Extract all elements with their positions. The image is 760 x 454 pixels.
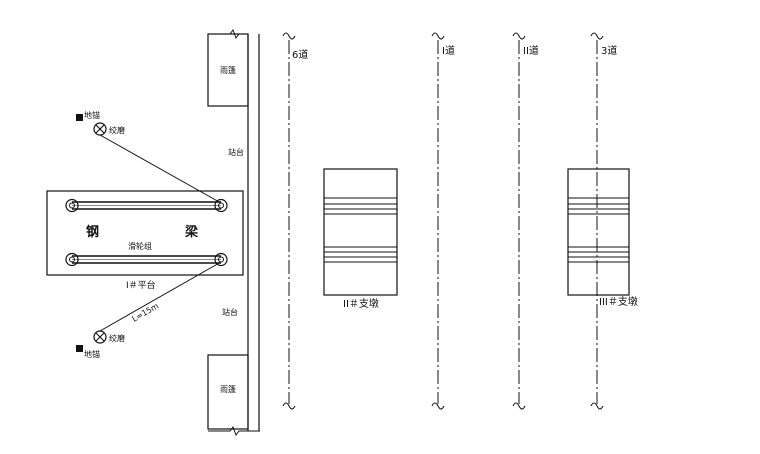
break-mark: [512, 402, 526, 410]
pulley-icon: [214, 198, 228, 213]
rope-bottom: [99, 261, 222, 332]
break-mark: [282, 32, 296, 40]
support-block: [323, 168, 398, 296]
label-winch-top: 绞磨: [109, 125, 125, 135]
label-anchor-top: 地锚: [84, 110, 100, 120]
label-track-6: 6道: [292, 48, 308, 61]
label-support-2: II＃支墩: [343, 297, 379, 310]
break-mark: [590, 402, 604, 410]
track-1: I道: [431, 32, 455, 410]
pulley-icon: [214, 252, 228, 267]
track-6: 6道: [282, 32, 308, 410]
track-3: 3道: [590, 32, 617, 410]
track-2: II道: [512, 32, 539, 410]
platform-1: 钢 梁 滑轮组 I＃平台: [46, 190, 244, 291]
support-3: III＃支墩: [567, 168, 638, 308]
anchor-icon: [76, 114, 83, 121]
pulley-icon: [69, 256, 75, 263]
rope-top: [99, 134, 222, 204]
label-station-top: 站台: [228, 147, 244, 157]
pulley-icon: [65, 198, 79, 213]
break-mark-bottom: [208, 425, 260, 437]
label-track-3: 3道: [601, 44, 617, 57]
platform-frame: [46, 190, 244, 276]
label-wall-bottom: 雨篷: [220, 384, 236, 394]
label-wall-top: 雨篷: [220, 65, 236, 75]
label-track-2: II道: [523, 44, 539, 57]
label-support-3: III＃支墩: [599, 295, 638, 308]
anchor-icon: [76, 345, 83, 352]
support-2: II＃支墩: [323, 168, 398, 310]
winch-icon: [93, 330, 107, 344]
support-block: [567, 168, 630, 296]
label-track-1: I道: [442, 44, 455, 57]
label-platform-1: I＃平台: [126, 279, 156, 291]
upper-beam: [65, 198, 228, 213]
break-mark: [590, 32, 604, 40]
label-anchor-bottom: 地锚: [84, 349, 100, 359]
label-station-bottom: 站台: [222, 307, 238, 317]
label-winch-bottom: 绞磨: [109, 333, 125, 343]
top-rigging: 地锚 绞磨: [76, 110, 222, 204]
bottom-rigging: L=15m 绞磨 地锚: [76, 261, 222, 359]
label-steel: 钢: [86, 224, 99, 240]
winch-icon: [93, 122, 107, 136]
label-beam: 梁: [184, 224, 199, 240]
break-mark: [512, 32, 526, 40]
station-structure: 雨篷 雨篷 站台 站台: [207, 28, 260, 437]
label-pulley-group: 滑轮组: [128, 241, 152, 251]
break-mark-top: [208, 28, 248, 40]
break-mark: [282, 402, 296, 410]
pulley-icon: [69, 202, 75, 209]
break-mark: [431, 32, 445, 40]
lower-beam: [65, 252, 228, 267]
pulley-icon: [65, 252, 79, 267]
break-mark: [431, 402, 445, 410]
